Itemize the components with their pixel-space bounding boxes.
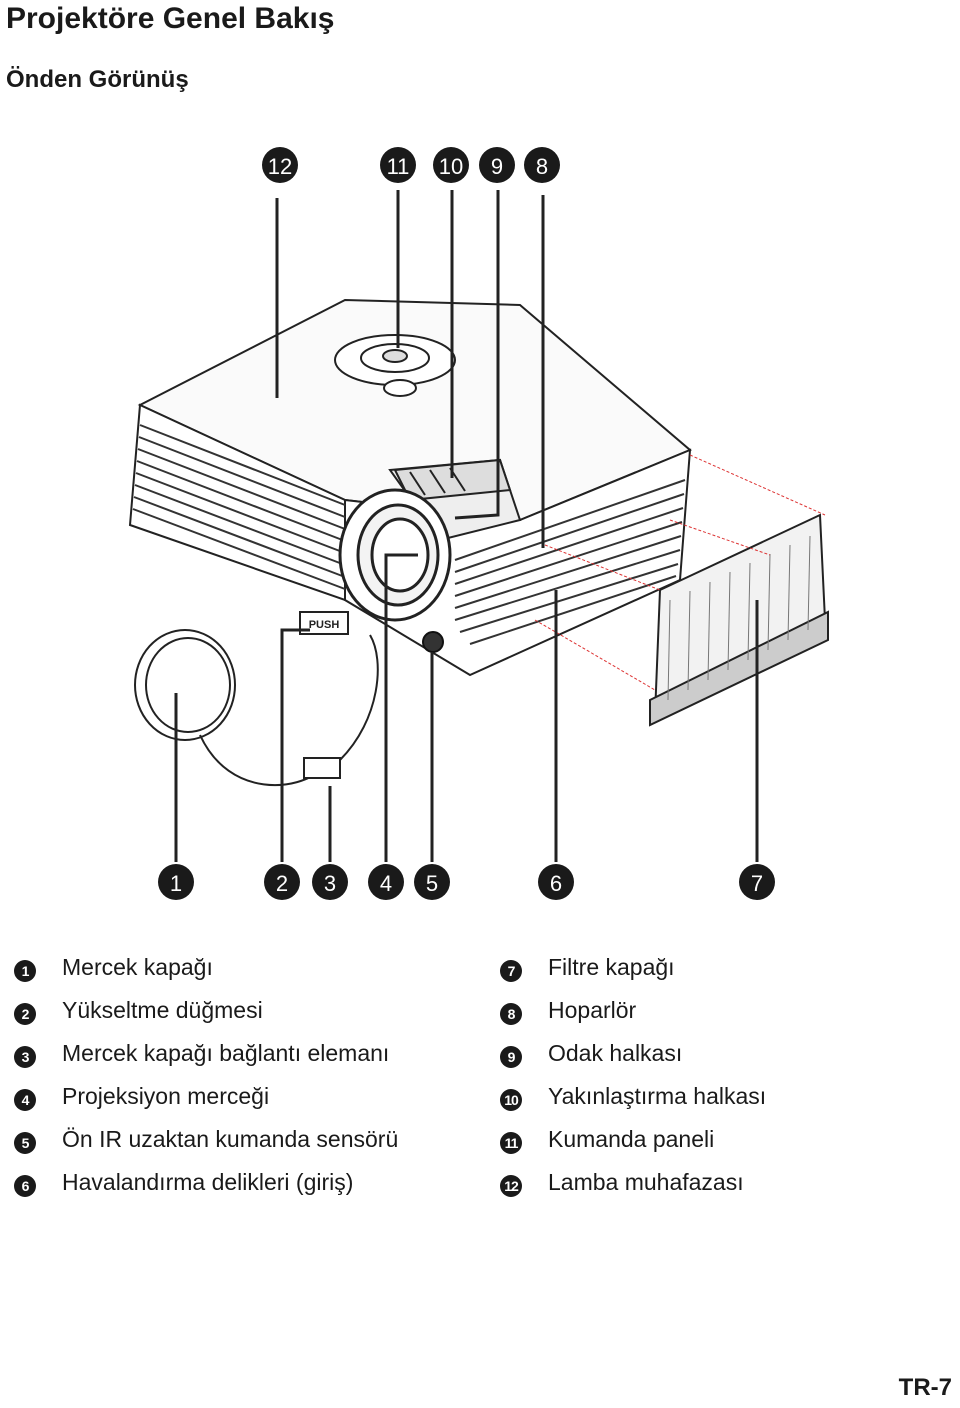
- filter-grid: [667, 535, 811, 701]
- legend-number-badge: 2: [14, 1003, 36, 1025]
- svg-text:PUSH: PUSH: [309, 619, 340, 631]
- callout-badge-3: 3: [312, 864, 348, 900]
- svg-text:2: 2: [276, 871, 288, 896]
- legend-label: Yükseltme düğmesi: [62, 997, 263, 1023]
- svg-text:11: 11: [387, 154, 410, 179]
- page-number: TR-7: [898, 1374, 952, 1401]
- legend-label: Filtre kapağı: [548, 954, 675, 980]
- svg-text:5: 5: [426, 871, 438, 896]
- legend-label: Ön IR uzaktan kumanda sensörü: [62, 1126, 399, 1152]
- svg-text:7: 7: [751, 871, 763, 896]
- callout-badge-12: 12: [262, 147, 298, 183]
- legend-label: Projeksiyon merceği: [62, 1083, 270, 1109]
- filter-guide-lines: [534, 454, 826, 691]
- callout-badge-6: 6: [538, 864, 574, 900]
- svg-text:12: 12: [268, 154, 292, 179]
- leader-lines-top: [275, 190, 545, 548]
- callout-badge-1: 1: [158, 864, 194, 900]
- legend-label: Yakınlaştırma halkası: [548, 1083, 767, 1109]
- svg-text:9: 9: [491, 154, 503, 179]
- legend-number-badge: 1: [14, 960, 36, 982]
- callout-badge-10: 10: [433, 147, 469, 183]
- callout-badge-7: 7: [739, 864, 775, 900]
- legend-number-badge: 7: [500, 960, 522, 982]
- legend-label: Odak halkası: [548, 1040, 683, 1066]
- svg-text:8: 8: [536, 154, 548, 179]
- legend-number-badge: 3: [14, 1046, 36, 1068]
- legend-number-badge: 4: [14, 1089, 36, 1111]
- side-vents: [132, 424, 346, 590]
- leader-lines-bottom: [174, 553, 759, 862]
- callout-badge-11: 11: [380, 147, 416, 183]
- lens-cap: [134, 629, 236, 741]
- legend-number-badge: 6: [14, 1175, 36, 1197]
- svg-text:10: 10: [439, 154, 463, 179]
- legend-number-badge: 11: [500, 1132, 522, 1154]
- svg-text:1: 1: [170, 871, 182, 896]
- callout-badge-5: 5: [414, 864, 450, 900]
- front-vents: [454, 479, 686, 645]
- lens-cap-strap: [199, 634, 379, 787]
- callout-badge-9: 9: [479, 147, 515, 183]
- svg-text:4: 4: [380, 871, 392, 896]
- legend-label: Hoparlör: [548, 997, 637, 1023]
- svg-text:3: 3: [324, 871, 336, 896]
- control-panel: [334, 334, 456, 397]
- legend-number-badge: 10: [500, 1089, 522, 1111]
- callout-badge-4: 4: [368, 864, 404, 900]
- page-title: Projektöre Genel Bakış: [6, 2, 335, 35]
- legend-label: Kumanda paneli: [548, 1126, 715, 1152]
- legend-label: Lamba muhafazası: [548, 1169, 744, 1195]
- legend-label: Havalandırma delikleri (giriş): [62, 1169, 354, 1195]
- legend-number-badge: 8: [500, 1003, 522, 1025]
- legend-number-badge: 12: [500, 1175, 522, 1197]
- legend-number-badge: 9: [500, 1046, 522, 1068]
- section-subtitle: Önden Görünüş: [6, 66, 189, 93]
- filter-cover: [649, 513, 829, 727]
- legend-number-badge: 5: [14, 1132, 36, 1154]
- ir-sensor: [422, 631, 444, 653]
- elevator-push-button: PUSH: [299, 611, 349, 635]
- legend-label: Mercek kapağı: [62, 954, 213, 980]
- callout-badge-2: 2: [264, 864, 300, 900]
- projector-front-view-diagram: 12 11 10 9 8: [128, 147, 829, 900]
- legend-label: Mercek kapağı bağlantı elemanı: [62, 1040, 390, 1066]
- callout-badge-8: 8: [524, 147, 560, 183]
- svg-text:6: 6: [550, 871, 562, 896]
